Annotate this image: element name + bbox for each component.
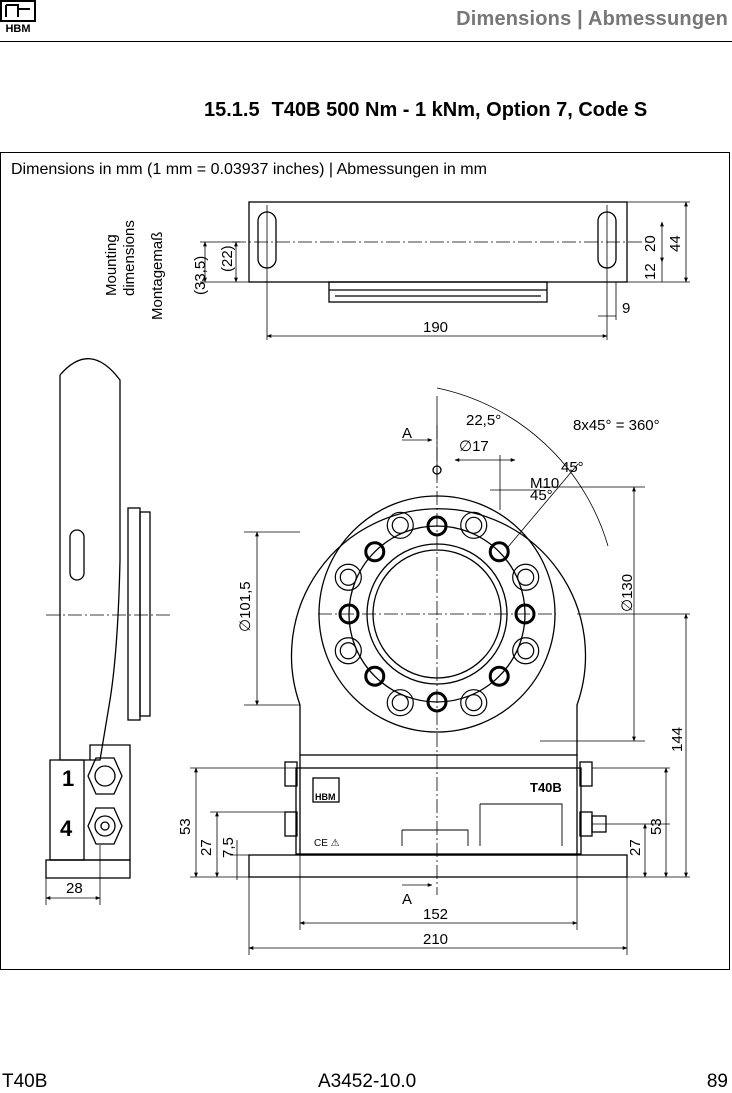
label-hole-17: ∅17 <box>459 438 489 455</box>
housing-logo: HBM <box>315 792 336 802</box>
threaded-hole <box>426 515 448 537</box>
footer-product: T40B <box>2 1071 48 1092</box>
header-title: Dimensions | Abmessungen <box>456 8 728 30</box>
housing-model: T40B <box>530 780 562 795</box>
through-hole <box>334 637 362 665</box>
threaded-hole <box>488 665 510 687</box>
threaded-hole <box>364 665 386 687</box>
label-12: 12 <box>642 263 659 280</box>
label-pcd-101-5: ∅101,5 <box>237 581 254 632</box>
section-number: 15.1.5 <box>204 99 260 121</box>
through-hole-inner <box>339 642 357 660</box>
threaded-hole <box>488 541 510 563</box>
top-view <box>200 201 690 340</box>
label-144: 144 <box>669 727 686 752</box>
through-hole-inner <box>339 568 357 586</box>
through-hole-inner <box>465 694 483 712</box>
through-hole <box>386 689 414 717</box>
drawing-frame <box>0 152 730 970</box>
label-28: 28 <box>66 880 83 897</box>
footer-doc-number: A3452-10.0 <box>318 1071 417 1092</box>
label-7-5: 7,5 <box>220 837 237 858</box>
connector-1-label: 1 <box>62 766 74 791</box>
header-divider <box>0 41 732 42</box>
top-view-labels: (33,5) (22) Mounting dimensions Montagem… <box>103 220 684 336</box>
label-20: 20 <box>642 235 659 252</box>
through-hole-inner <box>517 568 535 586</box>
housing-marks: CE ⚠ <box>314 838 340 849</box>
drawing-caption: Dimensions in mm (1 mm = 0.03937 inches)… <box>11 161 487 178</box>
label-33-5: (33,5) <box>192 256 209 295</box>
front-view-labels: A 22,5° ∅17 8x45° = 360° 45° M10 45° ∅10… <box>177 412 686 948</box>
through-hole <box>460 511 488 539</box>
label-mounting-3: Montagemaß <box>149 232 166 320</box>
label-27-left: 27 <box>198 839 215 856</box>
front-view <box>190 387 690 955</box>
through-hole-inner <box>517 642 535 660</box>
section-a-top: A <box>402 425 412 442</box>
label-45-b: 45° <box>530 487 553 504</box>
label-22: (22) <box>219 245 236 272</box>
label-9: 9 <box>622 300 630 317</box>
label-210: 210 <box>423 931 448 948</box>
label-22-5: 22,5° <box>466 412 501 429</box>
label-53-right: 53 <box>648 818 665 835</box>
bolt-holes <box>334 511 540 717</box>
label-53-left: 53 <box>177 818 194 835</box>
through-hole <box>334 563 362 591</box>
page-number: 89 <box>706 1071 728 1092</box>
threaded-hole <box>426 691 448 713</box>
section-a-bottom: A <box>402 891 412 908</box>
through-hole <box>512 637 540 665</box>
label-pattern: 8x45° = 360° <box>573 417 660 434</box>
through-hole-inner <box>391 516 409 534</box>
through-hole-inner <box>391 694 409 712</box>
threaded-hole <box>338 603 360 625</box>
threaded-hole <box>514 603 536 625</box>
side-view-labels: 1 4 28 <box>60 766 83 897</box>
through-hole <box>512 563 540 591</box>
label-44: 44 <box>667 235 684 252</box>
hbm-logo: HBM <box>0 0 36 34</box>
label-190: 190 <box>423 319 448 336</box>
label-mounting-2: dimensions <box>121 220 138 296</box>
through-hole <box>460 689 488 717</box>
label-mounting-1: Mounting <box>103 234 120 296</box>
through-hole <box>386 511 414 539</box>
section-title: T40B 500 Nm - 1 kNm, Option 7, Code S <box>271 99 648 121</box>
label-m10: M10 <box>530 475 559 492</box>
connector-4-label: 4 <box>60 816 73 841</box>
label-152: 152 <box>423 906 448 923</box>
section-heading: 15.1.5 T40B 500 Nm - 1 kNm, Option 7, Cod… <box>204 99 647 122</box>
label-27-right: 27 <box>627 839 644 856</box>
logo-text: HBM <box>5 23 30 34</box>
label-45-a: 45° <box>561 459 584 476</box>
through-hole-inner <box>465 516 483 534</box>
threaded-hole <box>364 541 386 563</box>
side-view <box>45 358 170 905</box>
label-pcd-130: ∅130 <box>619 574 636 612</box>
